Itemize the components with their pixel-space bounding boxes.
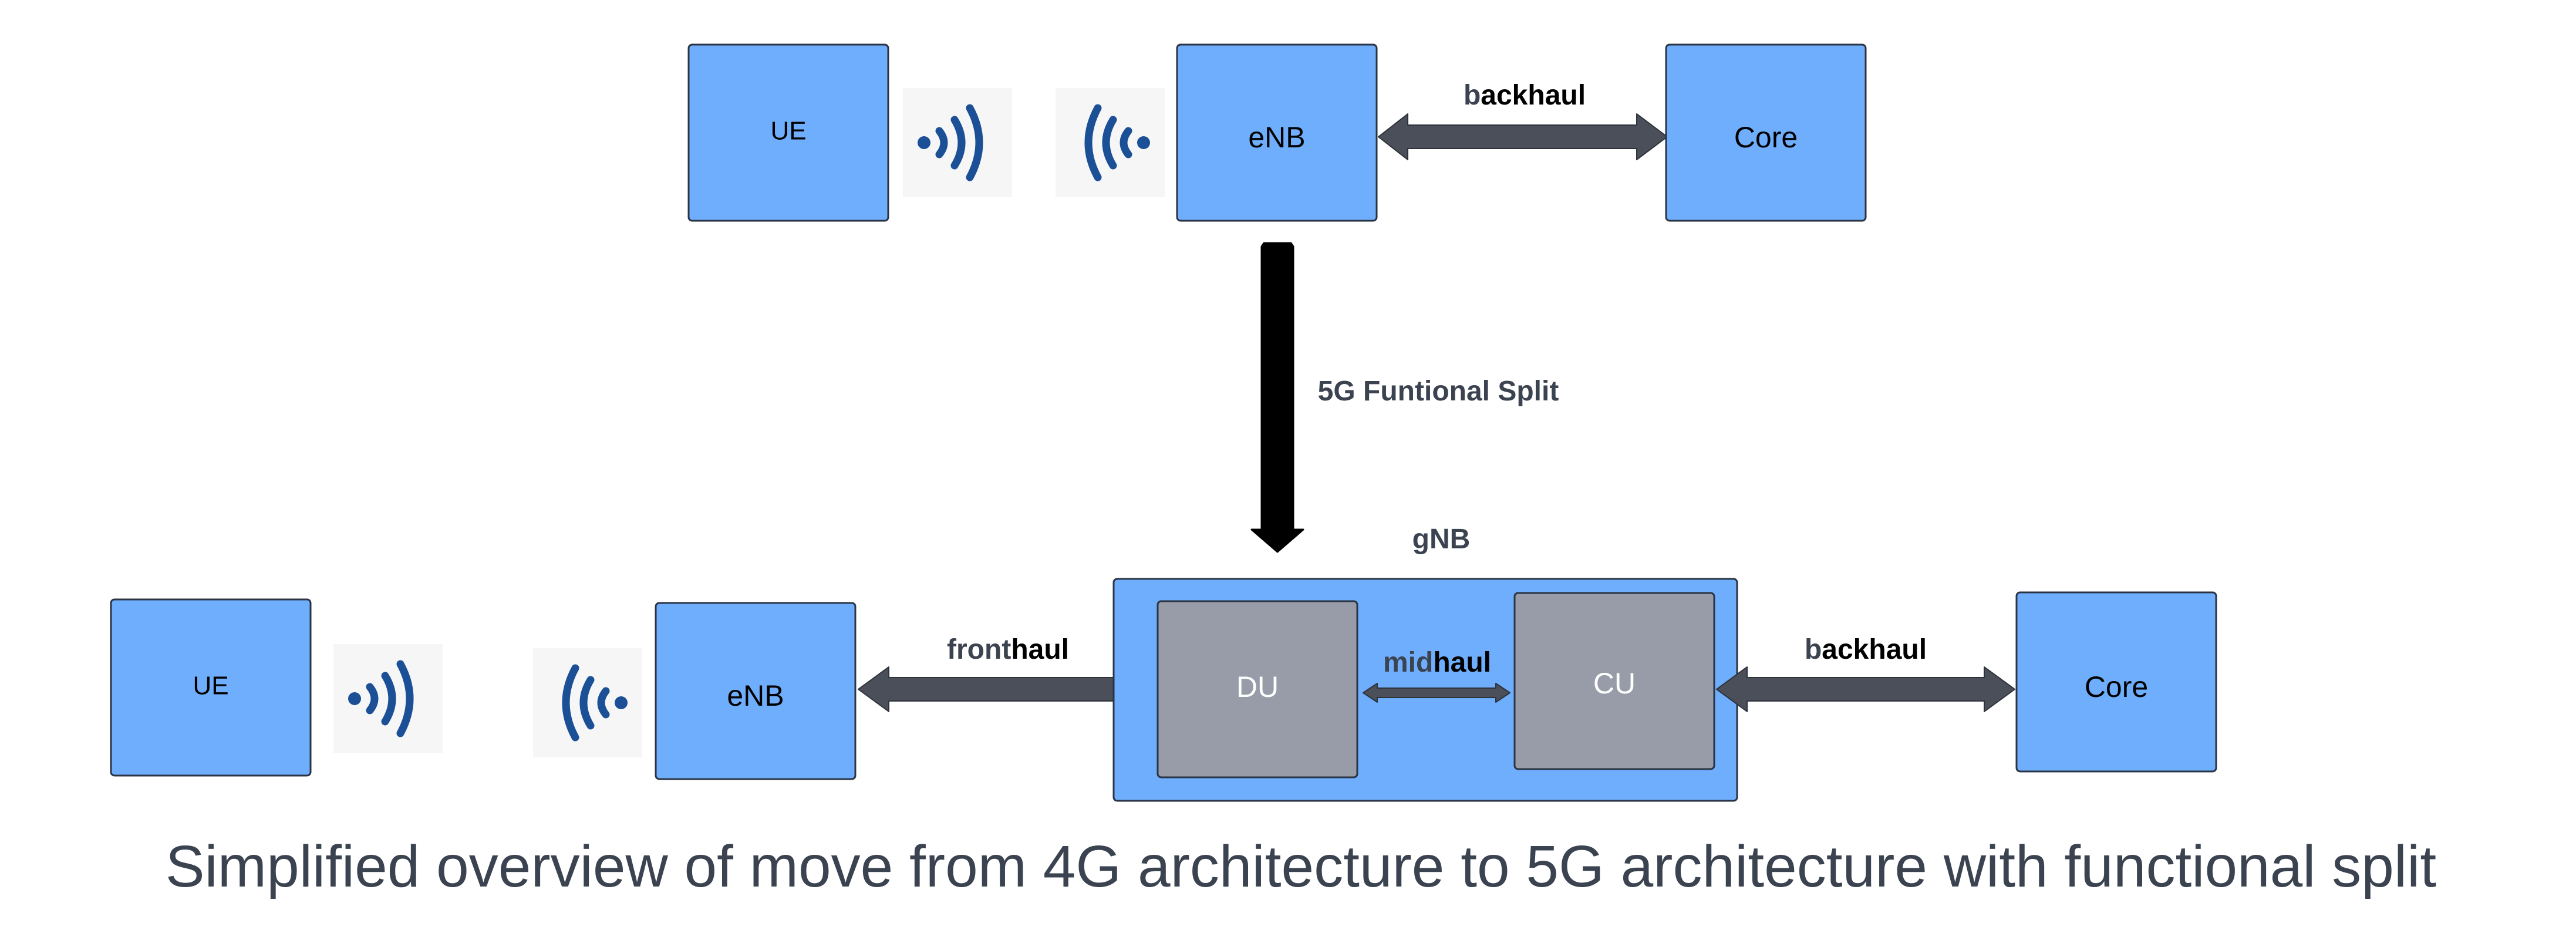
du-box [1156, 600, 1358, 779]
top-core-label: Core [1734, 121, 1798, 154]
bottom-backhaul-arrow [1716, 666, 2015, 712]
top-ue-label: UE [770, 117, 806, 146]
top-row: UE eNB backhaul Core [687, 43, 1867, 222]
gnb-label: gNB [1412, 524, 1471, 555]
midhaul-arrow [1363, 683, 1510, 703]
functional-split-label: 5G Funtional Split [1318, 376, 1559, 407]
top-ue-box [687, 43, 889, 222]
cu-label: CU [1593, 667, 1636, 700]
midhaul-label: midhaul [1383, 647, 1491, 678]
top-enb-label: eNB [1248, 121, 1305, 154]
bottom-ue-label: UE [193, 672, 228, 700]
bottom-enb-box [655, 602, 857, 780]
top-core-box [1665, 43, 1867, 222]
functional-split: 5G Funtional Split [1250, 242, 1559, 553]
bottom-ue-signal-icon [333, 644, 443, 753]
top-enb-box [1176, 43, 1378, 222]
top-backhaul-label: backhaul [1464, 80, 1586, 111]
top-backhaul-arrow [1378, 113, 1668, 160]
cu-box [1513, 592, 1715, 770]
functional-split-arrow [1250, 242, 1304, 553]
du-label: DU [1236, 670, 1279, 703]
top-ue-signal-icon [903, 88, 1012, 197]
bottom-core-box [2015, 591, 2217, 773]
bottom-enb-signal-icon [533, 648, 642, 757]
bottom-backhaul-label: backhaul [1805, 634, 1927, 665]
top-enb-signal-icon [1056, 88, 1165, 197]
fronthaul-label: fronthaul [947, 634, 1069, 665]
bottom-core-label: Core [2085, 670, 2148, 703]
bottom-ue-box [110, 598, 312, 777]
diagram-caption: Simplified overview of move from 4G arch… [166, 834, 2436, 899]
bottom-row: UE eNB fronthaul gNB DU [110, 524, 2217, 802]
bottom-enb-label: eNB [727, 679, 784, 712]
